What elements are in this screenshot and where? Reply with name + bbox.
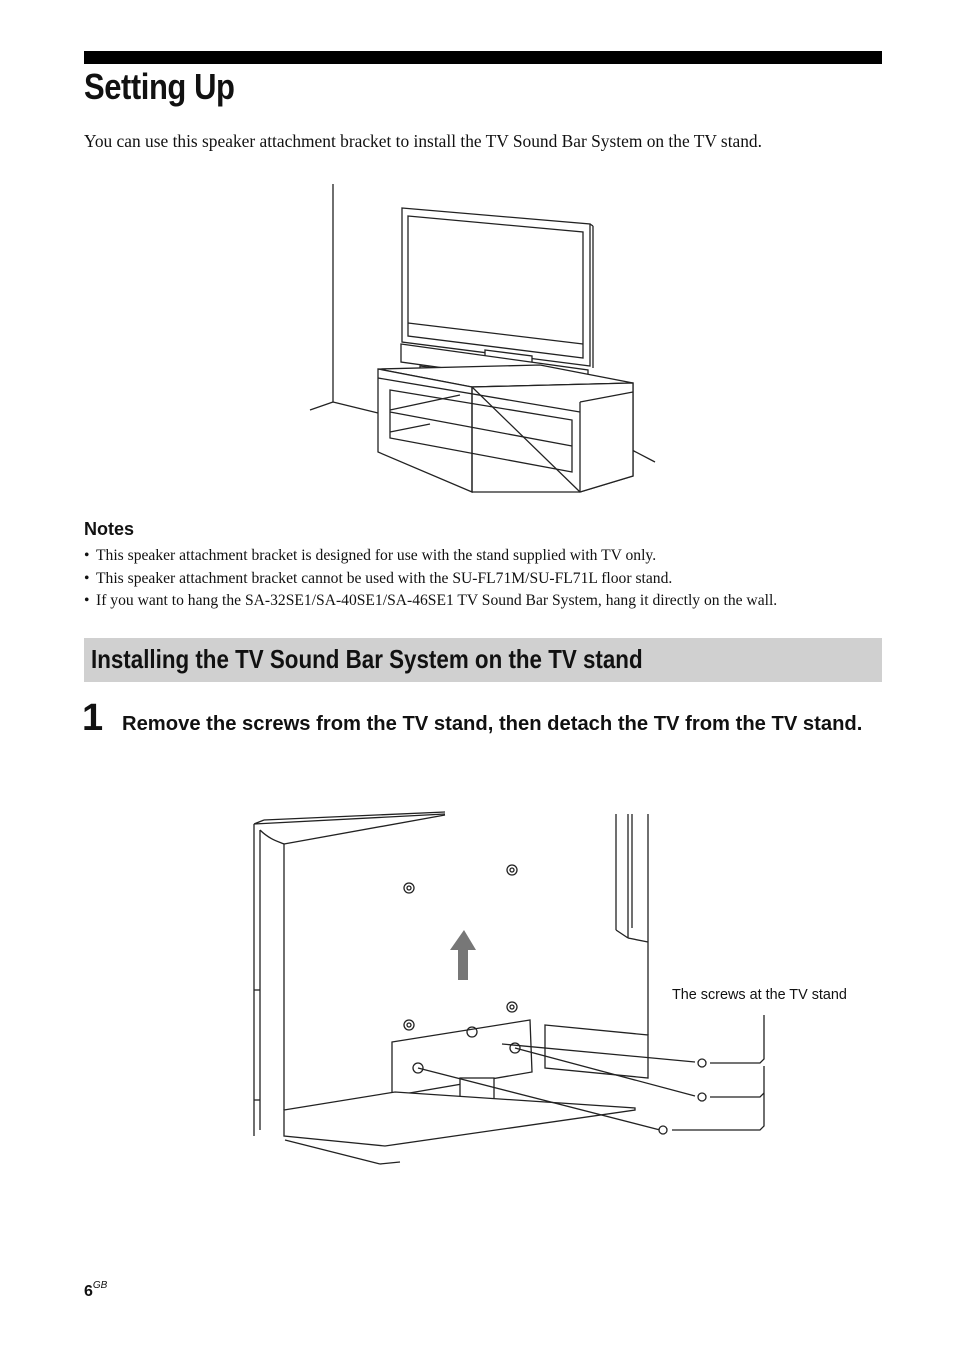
list-item: • This speaker attachment bracket is desi… <box>84 545 904 568</box>
step-instruction: Remove the screws from the TV stand, the… <box>122 713 863 735</box>
bullet: • <box>84 569 90 587</box>
page-title: Setting Up <box>84 66 235 107</box>
page-number: 6GB <box>84 1280 108 1301</box>
step-number: 1 <box>82 697 104 739</box>
section-title: Installing the TV Sound Bar System on th… <box>91 644 643 674</box>
bullet: • <box>84 592 90 610</box>
remove-screws-illustration <box>253 811 765 1165</box>
tv-on-stand-illustration <box>309 184 656 493</box>
page-number-value: 6 <box>84 1283 93 1300</box>
section-header: Installing the TV Sound Bar System on th… <box>84 638 882 682</box>
screws-callout-label: The screws at the TV stand <box>672 987 847 1003</box>
notes-heading: Notes <box>84 519 135 539</box>
title-rule <box>84 51 882 64</box>
list-item: • This speaker attachment bracket cannot … <box>84 568 904 591</box>
list-item: • If you want to hang the SA-32SE1/SA-40S… <box>84 590 904 613</box>
note-text: This speaker attachment bracket cannot b… <box>96 569 673 587</box>
intro-paragraph: You can use this speaker attachment brac… <box>84 131 762 151</box>
page-suffix: GB <box>92 1280 108 1291</box>
note-text: If you want to hang the SA-32SE1/SA-40SE… <box>96 592 778 610</box>
bullet: • <box>84 547 90 564</box>
notes-list: • This speaker attachment bracket is desi… <box>84 545 904 613</box>
note-text: This speaker attachment bracket is desig… <box>96 547 657 564</box>
